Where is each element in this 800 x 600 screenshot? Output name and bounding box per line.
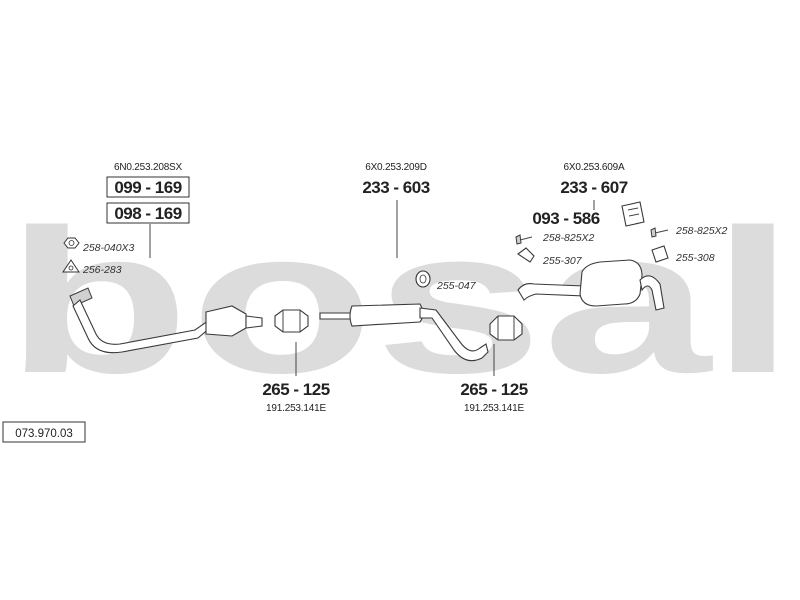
rear-hanger-accessory: 255-307	[542, 255, 583, 267]
rear-silencer-group: 6X0.253.609A 233 - 607 093 - 586 258-825…	[515, 162, 728, 311]
pipe-flange	[69, 287, 93, 307]
clamp-detail	[497, 316, 515, 340]
front-pipe-part-number-1: 099 - 169	[114, 178, 181, 197]
rubber-ring-hole	[419, 274, 427, 284]
diagram-code: 073.970.03	[15, 428, 73, 440]
center-outlet-pipe	[419, 307, 489, 362]
front-pipe-oe-number: 6N0.253.208SX	[114, 162, 183, 173]
gasket-hole	[68, 265, 74, 271]
nut-hole	[68, 240, 75, 246]
rear-silencer-oe-number: 6X0.253.609A	[564, 162, 626, 173]
bolt-head	[650, 227, 657, 238]
rear-bolt-accessory-left: 258-825X2	[542, 232, 595, 244]
part-number-box[interactable]	[106, 202, 190, 224]
front-clamp-part-number: 265 - 125	[262, 380, 329, 399]
center-inlet-pipe	[319, 312, 353, 320]
rubber-mount-icon	[651, 245, 669, 263]
bracket-detail	[627, 207, 640, 217]
clamp-icon	[489, 315, 523, 341]
front-nut-accessory: 258-040X3	[82, 242, 135, 254]
bolt-icon	[519, 236, 533, 241]
converter-outlet	[245, 315, 263, 329]
rear-clamp-group: 265 - 125 191.253.141E	[460, 315, 528, 414]
tail-pipe	[639, 275, 665, 311]
rear-bracket-part-number: 093 - 586	[532, 209, 599, 228]
part-number-box[interactable]	[106, 176, 190, 198]
rear-silencer-body	[579, 259, 643, 307]
front-clamp-group: 265 - 125 191.253.141E	[262, 309, 330, 414]
bolt-head	[515, 234, 522, 245]
clamp-icon	[274, 309, 309, 333]
front-pipe-group: 6N0.253.208SX 099 - 169 098 - 169 258-04…	[62, 162, 263, 354]
catalytic-converter	[205, 305, 247, 337]
hanger-icon	[517, 247, 535, 263]
front-clamp-oe-number: 191.253.141E	[266, 403, 326, 414]
clamp-detail	[282, 310, 301, 332]
rear-silencer-part-number: 233 - 607	[560, 178, 627, 197]
rear-clamp-oe-number: 191.253.141E	[464, 403, 524, 414]
center-ring-accessory: 255-047	[436, 280, 477, 292]
rear-mount-accessory: 255-308	[675, 252, 715, 264]
center-silencer-group: 6X0.253.209D 233 - 603 255-047	[319, 162, 489, 362]
front-gasket-accessory: 256-283	[82, 264, 122, 276]
bracket-icon	[621, 201, 645, 227]
center-silencer-oe-number: 6X0.253.209D	[365, 162, 427, 173]
diagram-code-box: 073.970.03	[2, 421, 86, 443]
rear-clamp-part-number: 265 - 125	[460, 380, 527, 399]
bolt-icon	[654, 229, 669, 234]
center-silencer-body	[349, 303, 424, 327]
diagram-code-frame	[2, 421, 86, 443]
center-silencer-part-number: 233 - 603	[362, 178, 429, 197]
rear-bolt-accessory-right: 258-825X2	[675, 225, 728, 237]
front-pipe-part-number-2: 098 - 169	[114, 204, 181, 223]
